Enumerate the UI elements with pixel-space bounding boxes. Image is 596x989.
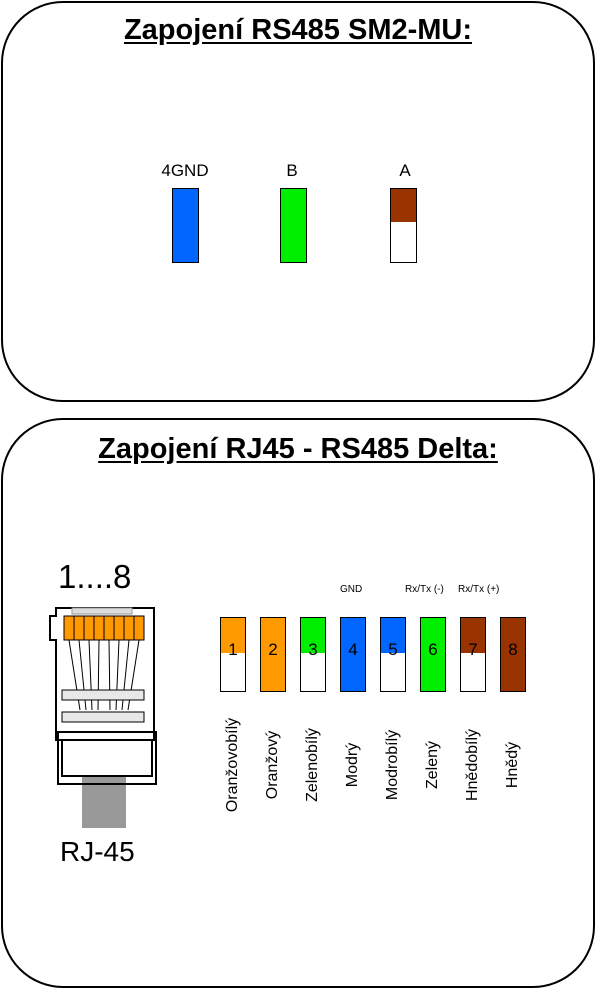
pin-wire-7: 7 — [460, 617, 486, 692]
pin-wire-5: 5 — [380, 617, 406, 692]
bottom-panel-title: Zapojení RJ45 - RS485 Delta: — [98, 433, 498, 465]
rj45-connector-illustration — [49, 607, 157, 828]
pin-wire-color — [301, 618, 325, 654]
pin-wire-2: 2 — [260, 617, 286, 692]
wire-4gnd — [172, 188, 199, 263]
pin-number: 7 — [468, 640, 478, 659]
pin-color-name: Hnědý — [504, 741, 521, 789]
pin-wire-color — [341, 618, 365, 691]
pin-wire-color — [421, 618, 445, 691]
wire-color — [173, 189, 198, 262]
pin-color-name: Hnědobílý — [464, 728, 481, 802]
signal-label-pin7: Rx/Tx (+) — [458, 584, 500, 595]
pin-color-name: Zelenobílý — [304, 728, 321, 802]
plug-boot-outline — [57, 731, 157, 785]
wire-color — [391, 189, 416, 222]
signal-label-pin4: GND — [340, 584, 363, 595]
top-panel-title: Zapojení RS485 SM2-MU: — [123, 14, 473, 46]
pin-wire-color — [381, 618, 405, 654]
pin-wire-8: 8 — [500, 617, 526, 692]
connector-name: RJ-45 — [60, 836, 135, 867]
pin-number: 1 — [228, 640, 238, 659]
pin-color-name: Oranžovobílý — [224, 717, 241, 813]
pin-number: 6 — [428, 640, 438, 659]
strain-bar-1 — [61, 689, 145, 701]
wire-a — [390, 188, 417, 263]
pin-color-name: Modrobílý — [384, 729, 401, 801]
pin-wire-4: 4 — [340, 617, 366, 692]
contacts — [63, 615, 145, 641]
pin-range-label: 1....8 — [58, 558, 132, 595]
pin-wire-1: 1 — [220, 617, 246, 692]
strain-bar-2 — [61, 711, 145, 723]
pin-color-name: Zelený — [424, 740, 441, 790]
plug-latch — [71, 607, 133, 615]
pin-wire-3: 3 — [300, 617, 326, 692]
pin-wire-color — [221, 618, 245, 654]
pin-wire-color — [261, 618, 285, 691]
pin-number: 2 — [268, 640, 278, 659]
pin-wire-6: 6 — [420, 617, 446, 692]
wire-color — [281, 189, 306, 262]
wire-label-4gnd: 4GND — [161, 161, 209, 180]
wire-b — [280, 188, 307, 263]
wire-label-b: B — [286, 161, 298, 180]
pin-number: 4 — [348, 640, 358, 659]
pin-number: 8 — [508, 640, 518, 659]
pin-color-name: Oranžový — [264, 730, 281, 800]
signal-label-pin6: Rx/Tx (-) — [405, 584, 444, 595]
pin-wire-color — [501, 618, 525, 691]
pin-wire-color — [461, 618, 485, 654]
plug-boot — [61, 739, 153, 777]
pin-number: 3 — [308, 640, 318, 659]
wire-label-a: A — [399, 161, 411, 180]
pin-number: 5 — [388, 640, 398, 659]
pin-color-name: Modrý — [344, 742, 361, 788]
